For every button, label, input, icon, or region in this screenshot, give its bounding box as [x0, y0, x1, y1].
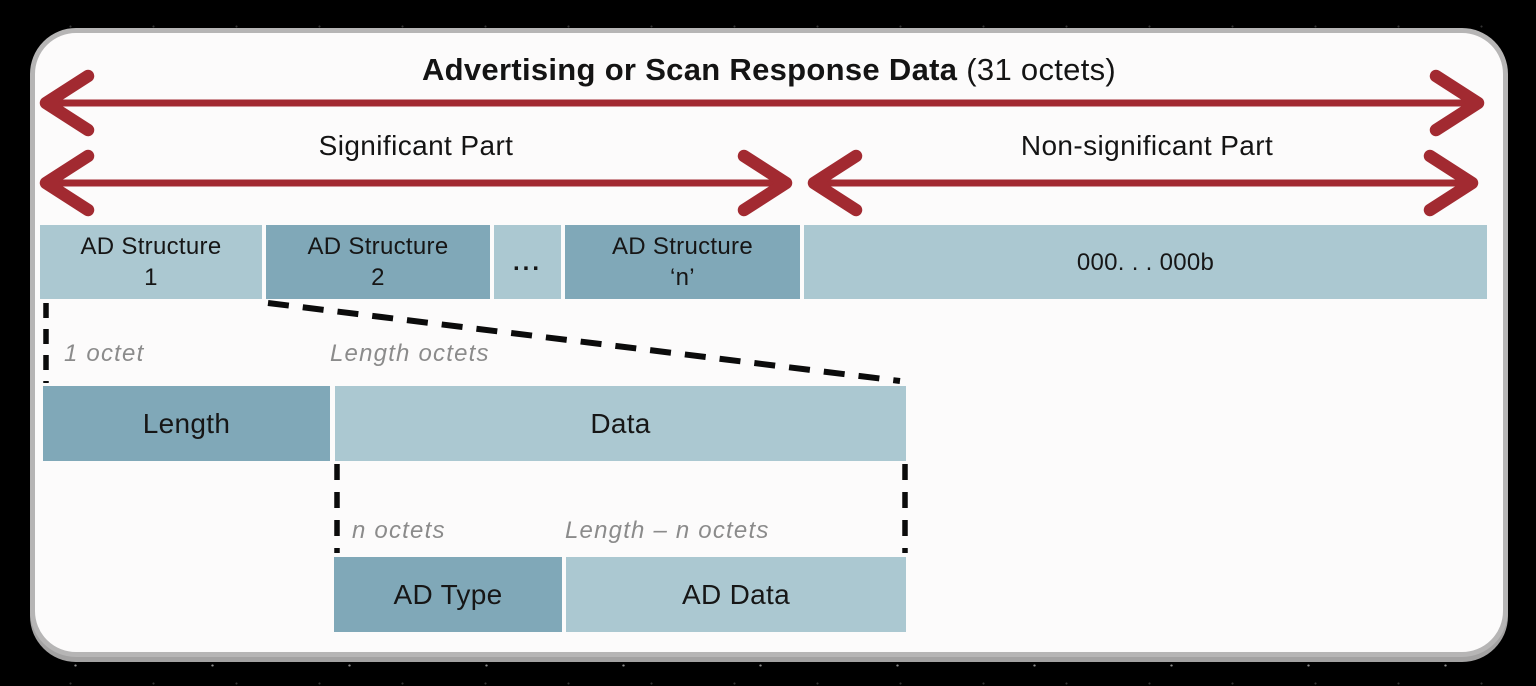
cell-label: 1 — [144, 264, 158, 291]
cell-label: 000. . . 000b — [1076, 248, 1215, 276]
cell-label: AD Type — [393, 579, 503, 610]
octet-label-n-octets: n octets — [352, 517, 446, 544]
cell-label: AD Structure — [80, 233, 222, 260]
cell-label: AD Structure — [307, 233, 449, 260]
octet-label-length-minus-n-octets: Length – n octets — [565, 517, 770, 544]
page-title: Advertising or Scan Response Data(31 oct… — [30, 52, 1508, 88]
cell-ad-data: AD Data — [566, 557, 906, 632]
packet-cell-padding-bits: 000. . . 000b — [804, 225, 1487, 299]
title-suffix: (31 octets) — [966, 52, 1117, 87]
cell-label: ‘n’ — [670, 264, 695, 291]
section-label-non-significant: Non-significant Part — [1020, 130, 1274, 161]
octet-label-length-octets: Length octets — [330, 340, 490, 367]
cell-data: Data — [335, 386, 906, 461]
title-main: Advertising or Scan Response Data — [421, 52, 958, 87]
octet-label-1-octet: 1 octet — [64, 340, 145, 367]
packet-cell-ad-structure-1: AD Structure 1 — [40, 225, 262, 299]
packet-cell-ad-structure-n: AD Structure ‘n’ — [565, 225, 800, 299]
cell-label: Length — [142, 408, 231, 439]
packet-cell-ellipsis: ... — [494, 225, 561, 299]
cell-length: Length — [43, 386, 330, 461]
cell-ad-type: AD Type — [334, 557, 562, 632]
cell-label: 2 — [371, 264, 385, 291]
ellipsis-label: ... — [512, 248, 542, 276]
cell-label: AD Structure — [612, 233, 753, 260]
cell-label: AD Data — [682, 579, 790, 610]
section-label-significant: Significant Part — [318, 130, 514, 161]
cell-label: Data — [590, 408, 651, 439]
packet-cell-ad-structure-2: AD Structure 2 — [266, 225, 490, 299]
